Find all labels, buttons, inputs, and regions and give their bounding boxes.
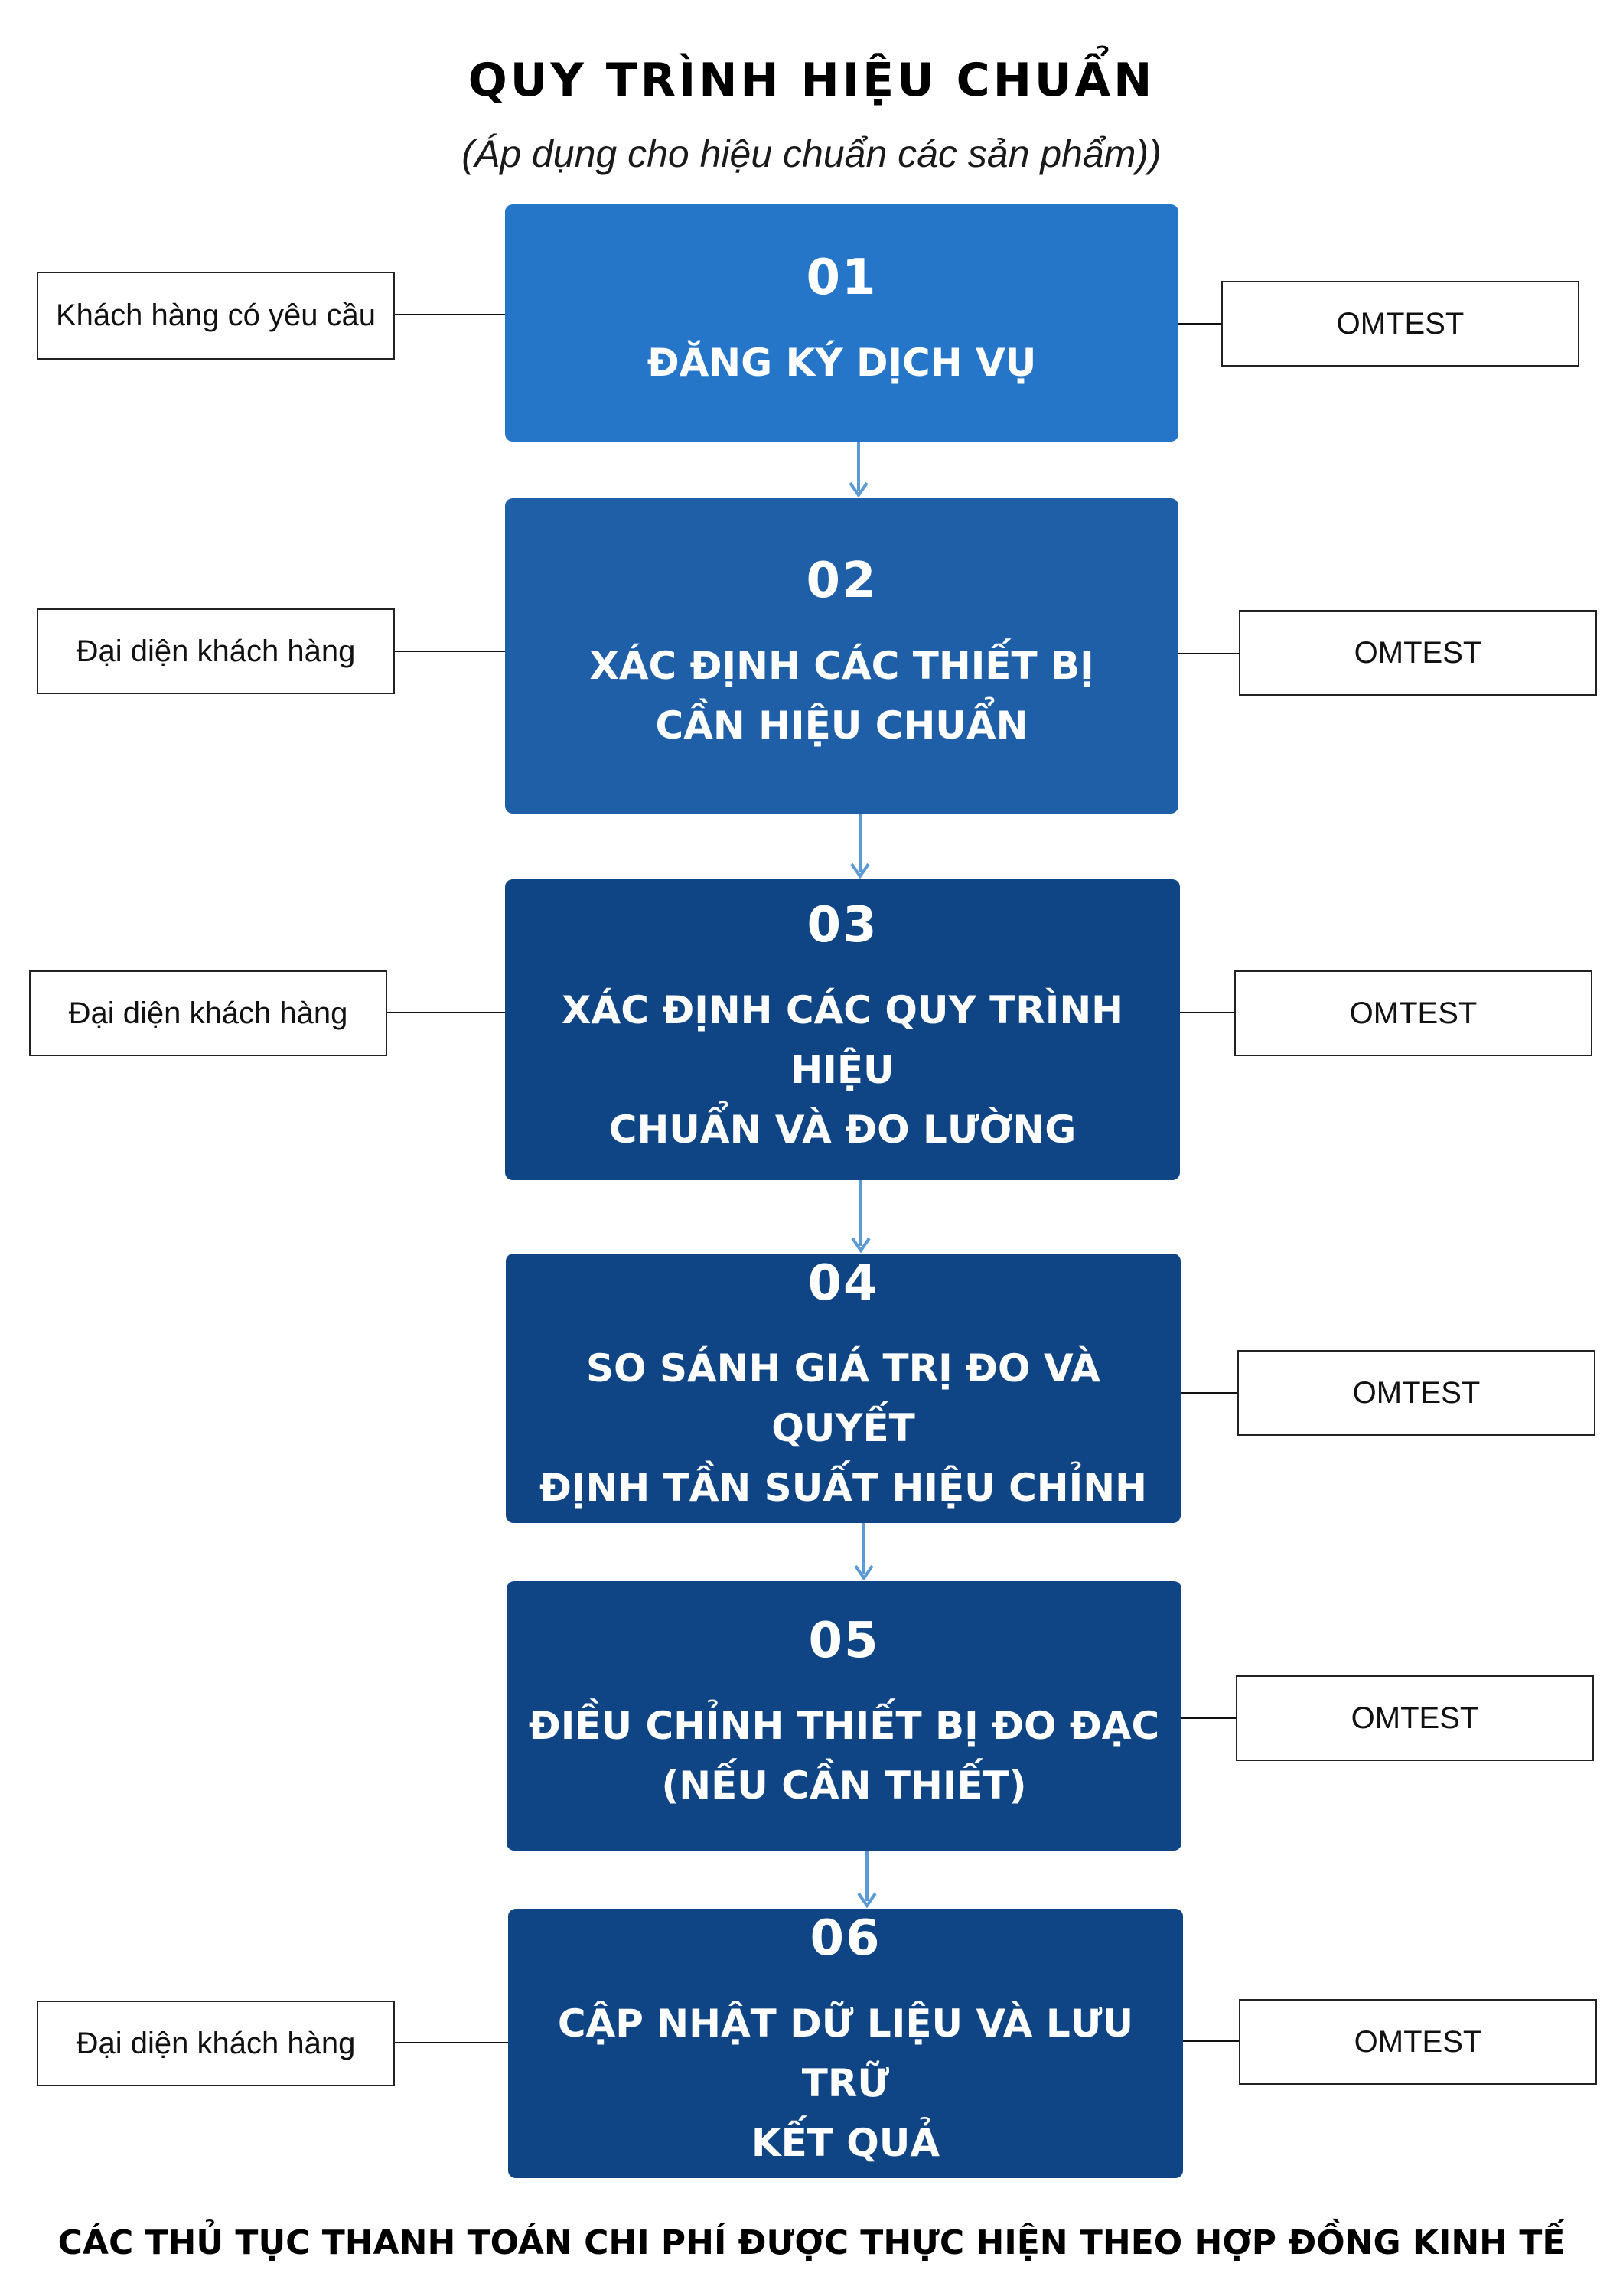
- flow-arrow: [850, 814, 870, 879]
- connector-line: [395, 651, 505, 652]
- connector-line: [1183, 2040, 1239, 2042]
- step-label: SO SÁNH GIÁ TRỊ ĐO VÀ QUYẾT ĐỊNH TẦN SUẤ…: [539, 1346, 1147, 1510]
- step-06-box: 06 CẬP NHẬT DỮ LIỆU VÀ LƯU TRỮ KẾT QUẢ: [508, 1909, 1183, 2178]
- step-label: ĐĂNG KÝ DỊCH VỤ: [647, 341, 1037, 385]
- step-number: 05: [808, 1613, 880, 1669]
- right-actor-box: OMTEST: [1239, 610, 1597, 696]
- step-number: 04: [807, 1255, 879, 1312]
- connector-line: [1181, 1392, 1237, 1394]
- connector-line: [1178, 653, 1239, 654]
- step-01-box: 01 ĐĂNG KÝ DỊCH VỤ: [505, 204, 1178, 442]
- step-number: 03: [807, 896, 878, 954]
- left-actor-box: Đại diện khách hàng: [37, 608, 395, 694]
- connector-line: [395, 314, 505, 315]
- step-label: XÁC ĐỊNH CÁC THIẾT BỊ CẦN HIỆU CHUẨN: [589, 644, 1094, 748]
- left-actor-box: Đại diện khách hàng: [29, 970, 387, 1056]
- flow-arrow: [851, 1180, 871, 1254]
- step-label: XÁC ĐỊNH CÁC QUY TRÌNH HIỆU CHUẨN VÀ ĐO …: [561, 987, 1124, 1152]
- connector-line: [395, 2042, 508, 2043]
- right-actor-box: OMTEST: [1237, 1350, 1595, 1436]
- step-number: 02: [806, 553, 878, 609]
- connector-line: [1178, 323, 1221, 325]
- step-04-box: 04 SO SÁNH GIÁ TRỊ ĐO VÀ QUYẾT ĐỊNH TẦN …: [506, 1254, 1181, 1523]
- flow-arrow: [854, 1523, 874, 1581]
- connector-line: [1180, 1012, 1234, 1013]
- step-05-box: 05 ĐIỀU CHỈNH THIẾT BỊ ĐO ĐẠC (NẾU CẦN T…: [507, 1581, 1181, 1851]
- step-02-box: 02 XÁC ĐỊNH CÁC THIẾT BỊ CẦN HIỆU CHUẨN: [505, 498, 1178, 814]
- step-number: 01: [806, 249, 878, 306]
- diagram-subtitle: (Áp dụng cho hiệu chuẩn các sản phẩm)): [461, 132, 1162, 175]
- step-label: CẬP NHẬT DỮ LIỆU VÀ LƯU TRỮ KẾT QUẢ: [557, 2001, 1134, 2165]
- connector-line: [387, 1012, 505, 1013]
- step-label: ĐIỀU CHỈNH THIẾT BỊ ĐO ĐẠC (NẾU CẦN THIẾ…: [528, 1704, 1160, 1808]
- step-03-box: 03 XÁC ĐỊNH CÁC QUY TRÌNH HIỆU CHUẨN VÀ …: [505, 879, 1180, 1180]
- connector-line: [1181, 1717, 1236, 1719]
- step-number: 06: [810, 1910, 882, 1967]
- flow-arrow: [849, 442, 869, 498]
- left-actor-box: Khách hàng có yêu cầu: [37, 272, 395, 360]
- flow-arrow: [857, 1851, 877, 1909]
- left-actor-box: Đại diện khách hàng: [37, 2001, 395, 2086]
- right-actor-box: OMTEST: [1234, 970, 1592, 1056]
- footer-note: CÁC THỦ TỤC THANH TOÁN CHI PHÍ ĐƯỢC THỰC…: [57, 2223, 1566, 2262]
- right-actor-box: OMTEST: [1239, 1999, 1597, 2085]
- right-actor-box: OMTEST: [1236, 1675, 1594, 1761]
- right-actor-box: OMTEST: [1221, 281, 1579, 367]
- diagram-title: QUY TRÌNH HIỆU CHUẨN: [468, 54, 1155, 107]
